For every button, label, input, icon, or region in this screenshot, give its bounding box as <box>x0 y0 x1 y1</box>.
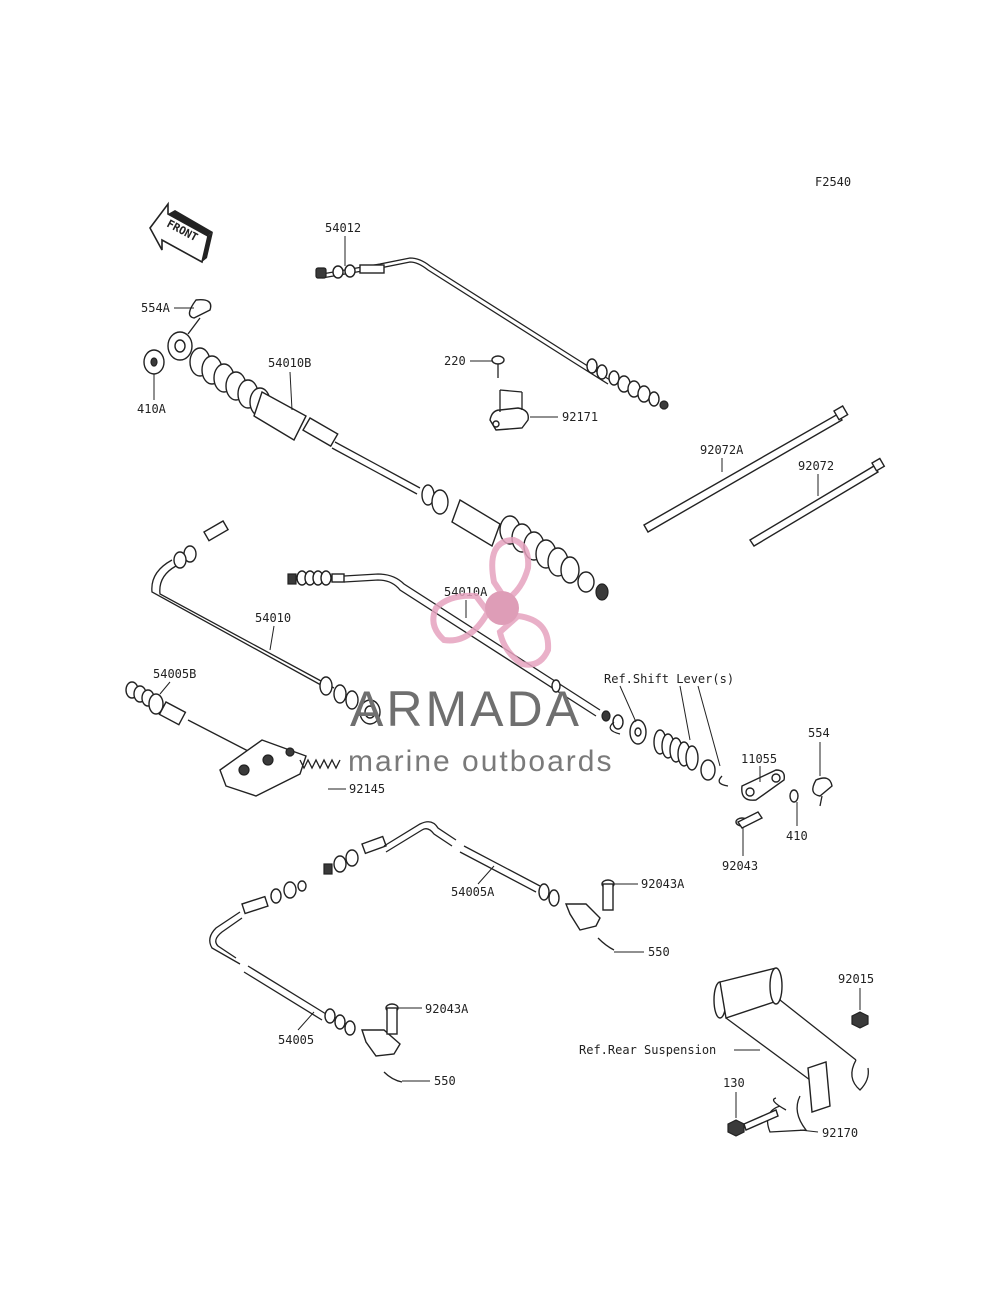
clip-554 <box>812 777 833 807</box>
label-54012: 54012 <box>325 221 361 235</box>
label-554: 554 <box>808 726 830 740</box>
label-54005B: 54005B <box>153 667 196 681</box>
pin-92043 <box>735 811 764 829</box>
label-54010B: 54010B <box>268 356 311 370</box>
front-arrow-icon: FRONT <box>149 201 213 264</box>
rear-suspension-bracket <box>713 967 869 1133</box>
label-54005A: 54005A <box>451 885 495 899</box>
label-92072: 92072 <box>798 459 834 473</box>
label-11055: 11055 <box>741 752 777 766</box>
leader-92170 <box>799 1129 819 1133</box>
cable-54005 <box>209 880 401 1057</box>
shift-lever-parts <box>609 719 729 787</box>
washer-410 <box>789 789 799 803</box>
label-410: 410 <box>786 829 808 843</box>
label-92145: 92145 <box>349 782 385 796</box>
pin-92043A-bottom <box>385 1003 399 1035</box>
armada-watermark: ARMADA marine outboards <box>348 536 613 778</box>
tie-strap-92072 <box>749 457 886 547</box>
leader-54005A <box>477 865 495 885</box>
tie-strap-92072A <box>643 405 849 533</box>
label-92072A: 92072A <box>700 443 744 457</box>
cotter-550-top <box>597 937 615 951</box>
label-130: 130 <box>723 1076 745 1090</box>
bolt-220 <box>491 355 505 378</box>
label-220: 220 <box>444 354 466 368</box>
clamp-92171 <box>489 389 529 431</box>
label-554A: 554A <box>141 301 171 315</box>
cable-54012 <box>315 257 669 410</box>
leader-54010 <box>269 625 275 651</box>
cable-54010 <box>151 520 381 725</box>
spring-92145 <box>299 758 341 770</box>
pin-92043A-top <box>601 879 615 911</box>
bolt-130 <box>727 1109 779 1137</box>
cotter-550-bottom <box>383 1071 403 1083</box>
leader-54010B <box>289 371 293 411</box>
leader-shift-lever <box>619 685 721 767</box>
label-92015: 92015 <box>838 972 874 986</box>
cable-end-54005B <box>125 681 307 797</box>
label-54005: 54005 <box>278 1033 314 1047</box>
nut-92015 <box>851 1011 869 1029</box>
watermark-tagline: marine outboards <box>348 745 613 778</box>
label-92170: 92170 <box>822 1126 858 1140</box>
cable-54010A <box>287 570 624 730</box>
label-410A: 410A <box>137 402 167 416</box>
label-92043: 92043 <box>722 859 758 873</box>
label-92043A-top: 92043A <box>641 877 685 891</box>
label-54010: 54010 <box>255 611 291 625</box>
figure-code: F2540 <box>815 175 851 189</box>
link-11055 <box>741 769 786 801</box>
label-92043A-bottom: 92043A <box>425 1002 469 1016</box>
watermark-brand: ARMADA <box>350 681 582 737</box>
label-92171: 92171 <box>562 410 598 424</box>
washer-410A <box>143 349 165 375</box>
ref-rear-suspension: Ref.Rear Suspension <box>579 1043 716 1057</box>
label-550-bottom: 550 <box>434 1074 456 1088</box>
ref-shift-lever: Ref.Shift Lever(s) <box>604 672 734 686</box>
leader-54005 <box>297 1011 315 1031</box>
leader-54005B <box>159 681 171 695</box>
cable-54005A <box>323 821 601 931</box>
label-550-top: 550 <box>648 945 670 959</box>
clip-554A <box>187 299 212 335</box>
armada-propeller-logo <box>430 536 552 668</box>
cable-54010B <box>167 331 609 601</box>
